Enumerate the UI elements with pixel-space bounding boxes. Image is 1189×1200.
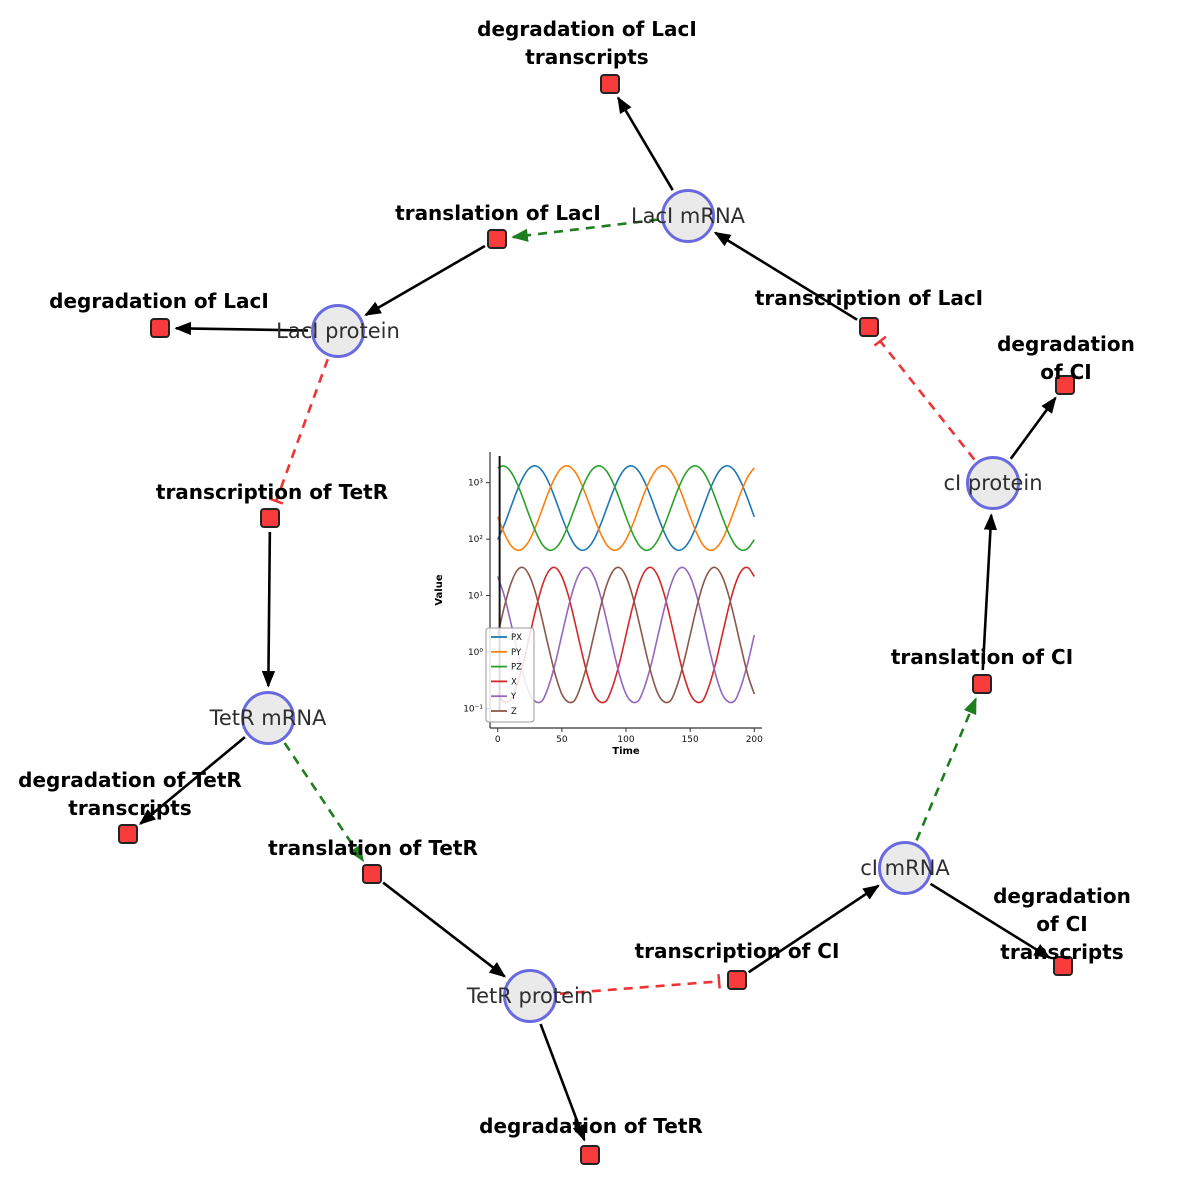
reaction-node-q_deg_tetr_tx[interactable] (118, 824, 138, 844)
edge-reaction-q_tc_laci-laci_mrna (713, 231, 858, 321)
legend: PX PY PZ XYZ (485, 627, 535, 723)
edge-catalysis-tetr_mrna-q_tl_tetr (283, 742, 365, 863)
edge-reaction-laci_mrna-q_deg_laci_tx (617, 96, 674, 191)
reaction-label-q_deg_laci: degradation of LacI (49, 289, 269, 313)
series-PZ-line (497, 464, 755, 552)
y-tick-label: 10⁰ (468, 648, 483, 658)
reaction-label-q_tc_laci: transcription of LacI (754, 286, 984, 310)
legend-label-Y: Y (510, 692, 517, 702)
species-label-tetr_mrna: TetR mRNA (209, 706, 327, 730)
species-label-laci_mrna: LacI mRNA (630, 204, 746, 228)
edge-reaction-q_tl_tetr-tetr_protein (382, 881, 506, 978)
reaction-node-q_tc_tetr[interactable] (260, 508, 280, 528)
species-node-tetr_protein[interactable] (503, 969, 557, 1023)
edge-reaction-tetr_mrna-q_deg_tetr_tx (139, 736, 246, 825)
reaction-node-q_deg_laci[interactable] (150, 318, 170, 338)
species-node-ci_mrna[interactable] (878, 841, 932, 895)
edge-catalysis-ci_mrna-q_tl_ci (915, 697, 978, 841)
reaction-node-q_deg_ci_tx[interactable] (1053, 956, 1073, 976)
species-label-ci_protein: cI protein (943, 471, 1043, 495)
y-axis-title: Value (434, 574, 445, 605)
x-tick-label: 50 (556, 735, 568, 745)
legend-label-X: X (511, 677, 517, 687)
reaction-label-q_deg_tetr: degradation of TetR (479, 1114, 703, 1138)
reaction-node-q_tl_ci[interactable] (972, 674, 992, 694)
edge-inhibition-ci_protein-q_tc_laci (873, 335, 976, 461)
reaction-label-q_deg_ci: degradation of CI (997, 332, 1135, 384)
species-label-ci_mrna: cI mRNA (860, 856, 950, 880)
species-node-laci_mrna[interactable] (661, 189, 715, 243)
reaction-label-q_deg_laci_tx: degradation of LacI transcripts (477, 17, 697, 69)
reaction-label-q_tl_ci: translation of CI (890, 645, 1074, 669)
edge-reaction-q_tl_ci-ci_protein (981, 513, 998, 671)
edge-reaction-q_tc_tetr-tetr_mrna (261, 531, 276, 688)
edge-catalysis-laci_mrna-q_tl_laci (511, 218, 659, 242)
edge-reaction-q_tl_laci-laci_protein (364, 244, 486, 317)
species-label-tetr_protein: TetR protein (466, 984, 594, 1008)
x-axis-title: Time (612, 746, 640, 757)
reaction-label-q_tc_tetr: transcription of TetR (155, 480, 389, 504)
reaction-label-q_tl_laci: translation of LacI (395, 201, 601, 225)
series-PX-line (496, 464, 756, 552)
x-tick-label: 0 (495, 735, 501, 745)
y-tick-label: 10⁻¹ (463, 704, 483, 714)
y-tick-label: 10² (468, 535, 483, 545)
edge-reaction-ci_mrna-q_deg_ci_tx (929, 882, 1051, 959)
series-X-line (497, 566, 755, 704)
reaction-node-q_deg_tetr[interactable] (580, 1145, 600, 1165)
reaction-node-q_tc_ci[interactable] (727, 970, 747, 990)
edge-reaction-ci_protein-q_deg_ci (1009, 396, 1057, 460)
edge-reaction-q_tc_ci-ci_mrna (747, 884, 880, 974)
edge-reaction-tetr_protein-q_deg_tetr (539, 1023, 586, 1142)
series-PY-line (496, 464, 755, 552)
x-tick-label: 150 (682, 735, 699, 745)
series-Y-line (496, 566, 756, 704)
edge-inhibition-tetr_protein-q_tc_ci (559, 974, 721, 995)
species-node-tetr_mrna[interactable] (241, 691, 295, 745)
y-tick-label: 10³ (468, 479, 483, 489)
reaction-label-q_deg_ci_tx: degradation of CI transcripts (993, 884, 1131, 964)
x-tick-label: 200 (746, 735, 763, 745)
legend-label-PX: PX (511, 633, 522, 643)
species-label-laci_protein: LacI protein (276, 319, 400, 343)
legend-label-PY: PY (511, 648, 522, 658)
edge-reaction-laci_protein-q_deg_laci (174, 321, 309, 336)
legend-label-PZ: PZ (511, 663, 522, 673)
legend-label-Z: Z (511, 707, 517, 717)
species-node-ci_protein[interactable] (966, 456, 1020, 510)
species-node-laci_protein[interactable] (311, 304, 365, 358)
series-Z-line (496, 566, 756, 704)
reaction-label-q_tl_tetr: translation of TetR (268, 836, 478, 860)
y-tick-label: 10¹ (468, 592, 483, 602)
x-tick-label: 100 (617, 735, 634, 745)
reaction-node-q_deg_ci[interactable] (1055, 375, 1075, 395)
reaction-node-q_tl_tetr[interactable] (362, 864, 382, 884)
reaction-node-q_tc_laci[interactable] (859, 317, 879, 337)
reaction-node-q_deg_laci_tx[interactable] (600, 74, 620, 94)
reaction-label-q_tc_ci: transcription of CI (634, 939, 840, 963)
reaction-label-q_deg_tetr_tx: degradation of TetR transcripts (18, 768, 242, 820)
reaction-node-q_tl_laci[interactable] (487, 229, 507, 249)
